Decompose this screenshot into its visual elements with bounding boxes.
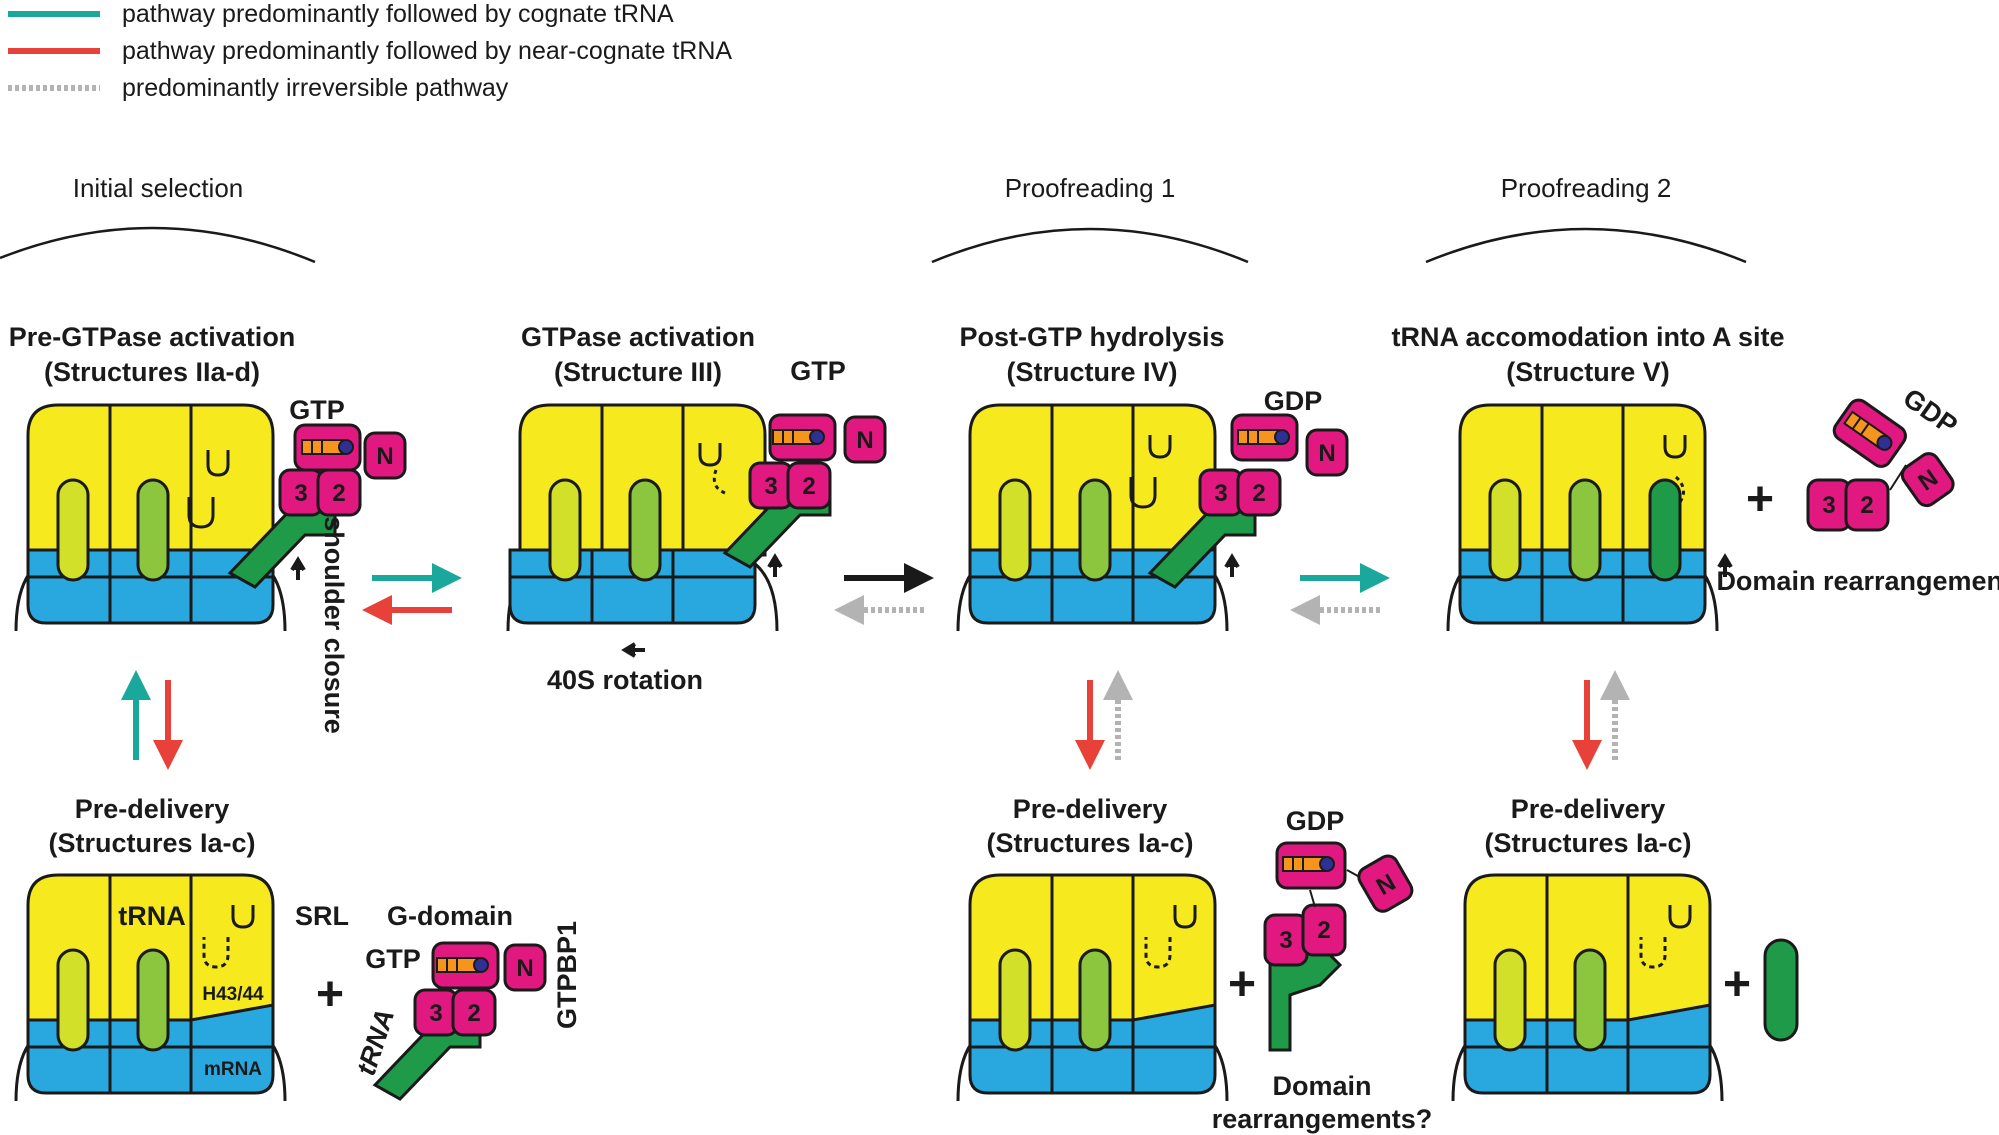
- domain-rearrangements-label-bottom-1: Domain: [1272, 1071, 1371, 1101]
- stage-proofreading-2: Proofreading 2: [1501, 173, 1672, 203]
- svg-text:3: 3: [429, 1000, 442, 1027]
- svg-text:N: N: [856, 427, 873, 454]
- h43-44-label: H43/44: [202, 984, 264, 1005]
- svg-text:N: N: [1318, 440, 1335, 467]
- subtitle-accommodation: (Structure V): [1506, 357, 1670, 387]
- subtitle-pre-delivery-3: (Structures Ia-c): [1484, 828, 1691, 858]
- g-domain-label: G-domain: [387, 901, 513, 931]
- ternary-complex-free: 3 2 N: [372, 941, 547, 1101]
- ribosome-pre-delivery-2: [956, 873, 1229, 1102]
- domain-n-label: N: [376, 443, 393, 470]
- legend: pathway predominantly followed by cognat…: [8, 0, 732, 102]
- nucleotide-label: GTP: [289, 395, 345, 425]
- title-pre-delivery-1: Pre-delivery: [75, 794, 230, 824]
- svg-text:3: 3: [764, 473, 777, 500]
- ternary-complex-pre-gtpase: 3 2 N GTP: [227, 395, 407, 589]
- subtitle-pre-gtpase: (Structures IIa-d): [44, 357, 260, 387]
- srl-loop: [187, 497, 215, 529]
- shoulder-arrow: [290, 556, 306, 580]
- title-gtpase: GTPase activation: [521, 322, 755, 352]
- svg-text:3: 3: [1214, 480, 1227, 507]
- gtpbp1-label: GTPBP1: [552, 921, 582, 1029]
- state-titles: Pre-GTPase activation (Structures IIa-d)…: [9, 322, 1785, 858]
- svg-text:2: 2: [1317, 917, 1330, 944]
- plus-sign: +: [316, 968, 344, 1021]
- nucleotide-label: GDP: [1898, 383, 1963, 441]
- domain-2-label: 2: [332, 480, 345, 507]
- title-pre-delivery-3: Pre-delivery: [1511, 794, 1666, 824]
- trna-label: tRNA: [118, 901, 186, 931]
- title-accommodation: tRNA accomodation into A site: [1391, 322, 1784, 352]
- subtitle-pre-delivery-2: (Structures Ia-c): [986, 828, 1193, 858]
- stage-proof1-arc: [931, 227, 1249, 264]
- released-trna: [1763, 938, 1799, 1042]
- svg-text:2: 2: [802, 473, 815, 500]
- stage-proofreading-1: Proofreading 1: [1005, 173, 1176, 203]
- ternary-complex-gtpase: 3 2 N GTP: [722, 356, 887, 569]
- stage-headers: Initial selection Proofreading 1 Proofre…: [0, 173, 1747, 264]
- subtitle-gtpase: (Structure III): [554, 357, 722, 387]
- rotation-annotation: 40S rotation: [547, 642, 703, 695]
- p-site-trna: [56, 478, 90, 582]
- legend-near-cognate-label: pathway predominantly followed by near-c…: [122, 37, 732, 65]
- stage-initial-arc: [0, 226, 316, 264]
- domain-rearrangements-label-bottom-2: rearrangements?: [1212, 1104, 1433, 1134]
- small-subunit: [26, 548, 275, 625]
- a-site-trna: [1648, 478, 1682, 582]
- plus-sign: +: [1228, 958, 1256, 1011]
- ribosome-post-gtp: [956, 403, 1240, 632]
- domain-3-label: 3: [294, 480, 307, 507]
- subtitle-pre-delivery-1: (Structures Ia-c): [48, 828, 255, 858]
- title-post-gtp: Post-GTP hydrolysis: [959, 322, 1224, 352]
- title-pre-delivery-2: Pre-delivery: [1013, 794, 1168, 824]
- svg-text:2: 2: [1252, 480, 1265, 507]
- domain-n: [363, 431, 407, 480]
- ribosome-accommodation: [1446, 403, 1733, 632]
- h43-44-loop: [206, 450, 230, 477]
- ternary-complex-post-gtp: 3 2 N GDP: [1147, 386, 1349, 589]
- legend-irreversible-label: predominantly irreversible pathway: [122, 74, 509, 102]
- svg-text:2: 2: [467, 1000, 480, 1027]
- svg-text:3: 3: [1279, 927, 1292, 954]
- pathway-arrows: [121, 563, 1630, 770]
- ribosome-pre-gtpase: [14, 403, 306, 632]
- title-pre-gtpase: Pre-GTPase activation: [9, 322, 296, 352]
- subtitle-post-gtp: (Structure IV): [1006, 357, 1177, 387]
- nucleotide-label: GDP: [1286, 806, 1345, 836]
- plus-sign: +: [1746, 473, 1774, 526]
- srl-label: SRL: [295, 901, 349, 931]
- ribosome-pre-delivery-1: tRNA H43/44 mRNA: [14, 873, 287, 1102]
- ribosome-gtpase: [506, 403, 783, 632]
- svg-text:N: N: [516, 955, 533, 982]
- stage-initial-selection: Initial selection: [73, 173, 244, 203]
- released-gtpbp1-accommodation: 3 2 N GDP: [1806, 383, 1963, 532]
- gtp-label: GTP: [365, 944, 421, 974]
- plus-sign: +: [1723, 958, 1751, 1011]
- rotation-label: 40S rotation: [547, 665, 703, 695]
- svg-text:3: 3: [1822, 492, 1835, 519]
- ribosome-pre-delivery-3: [1451, 873, 1724, 1102]
- mrna-label: mRNA: [204, 1059, 262, 1080]
- domain-rearrangements-label-top: Domain rearrangements?: [1716, 566, 1999, 596]
- e-site-trna: [136, 478, 170, 582]
- nucleotide-label: GTP: [790, 356, 846, 386]
- svg-text:2: 2: [1860, 492, 1873, 519]
- legend-cognate-label: pathway predominantly followed by cognat…: [122, 0, 674, 28]
- nucleotide-base: [338, 439, 354, 455]
- ternary-complex-released-2: 3 2 N GDP: [1263, 806, 1414, 1052]
- shoulder-closure-label: shoulder closure: [319, 516, 349, 734]
- stage-proof2-arc: [1425, 227, 1747, 264]
- nucleotide-label: GDP: [1264, 386, 1323, 416]
